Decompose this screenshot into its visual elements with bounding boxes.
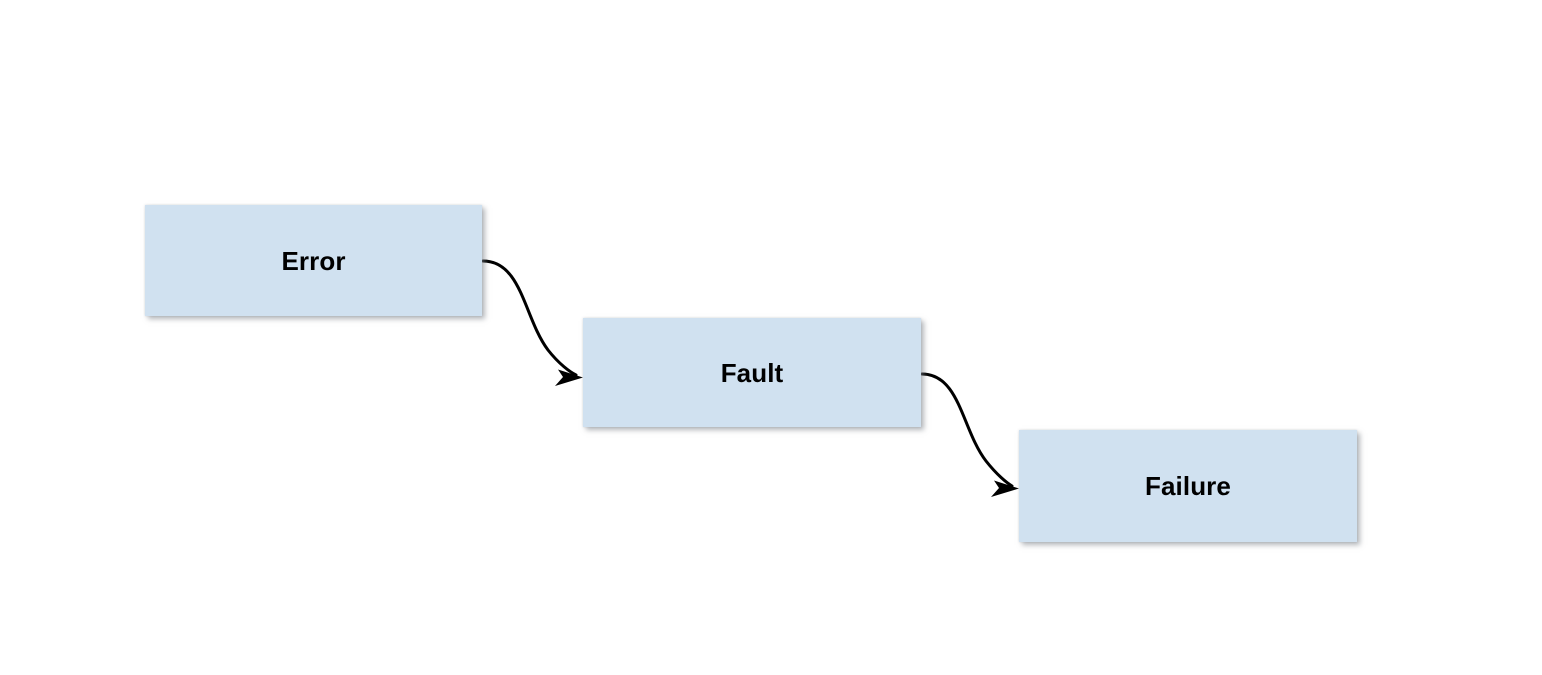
edge-error-to-fault-path <box>481 259 578 377</box>
node-error[interactable]: Error <box>145 205 482 316</box>
edge-fault-to-failure[interactable] <box>920 372 1019 497</box>
edge-fault-to-failure-arrowhead <box>991 480 1019 497</box>
edge-error-to-fault[interactable] <box>481 259 583 386</box>
node-fault[interactable]: Fault <box>583 318 921 427</box>
edge-error-to-fault-arrowhead <box>555 369 583 386</box>
node-failure[interactable]: Failure <box>1019 430 1357 542</box>
node-error-label: Error <box>281 245 346 276</box>
node-failure-label: Failure <box>1145 471 1231 501</box>
edge-fault-to-failure-path <box>920 372 1014 488</box>
node-fault-label: Fault <box>720 357 784 388</box>
